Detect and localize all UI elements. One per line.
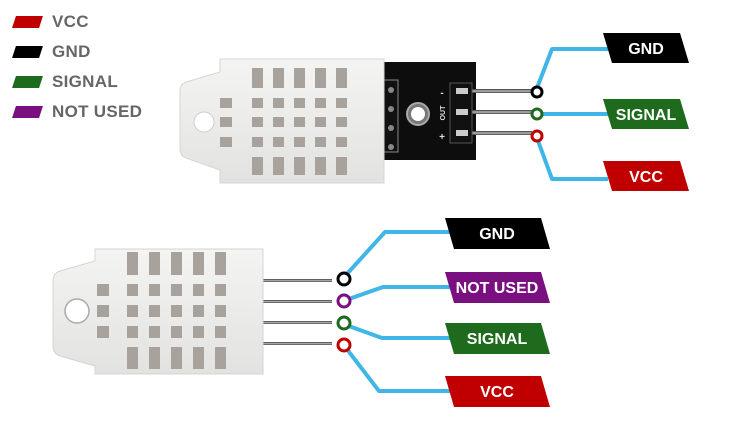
svg-text:SIGNAL: SIGNAL	[616, 107, 677, 124]
header-pins	[470, 89, 532, 135]
pin-ring-gnd	[530, 85, 544, 99]
pin-ring-vcc	[336, 337, 352, 353]
legend-label-not-used: NOT USED	[52, 102, 143, 121]
dht-sensor-4pin	[52, 248, 332, 375]
pin-ring-signal	[530, 107, 544, 121]
dht-module-3pin: - OUT +	[179, 58, 532, 184]
sensor-mount-hole	[193, 111, 215, 133]
pin-ring-gnd	[336, 271, 352, 287]
legend-label-gnd: GND	[52, 42, 91, 61]
legend-label-signal: SIGNAL	[52, 72, 119, 91]
sensor-pins	[262, 279, 332, 345]
legend-item-vcc: VCC	[10, 7, 142, 37]
svg-text:GND: GND	[628, 41, 664, 58]
pin-ring-vcc	[530, 129, 544, 143]
legend-item-not-used: NOT USED	[10, 97, 142, 127]
board-mark-minus: -	[440, 88, 443, 99]
sensor-grille	[97, 252, 226, 369]
tag-bottom-gnd: GND	[445, 218, 550, 249]
pin-rings-bottom	[336, 271, 352, 353]
board-mark-plus: +	[439, 132, 445, 143]
svg-text:SIGNAL: SIGNAL	[467, 331, 528, 348]
legend: VCC GND SIGNAL NOT USED	[10, 7, 142, 127]
tag-top-gnd: GND	[603, 33, 689, 63]
sensor-mount-hole	[64, 298, 90, 324]
pin-ring-signal	[336, 315, 352, 331]
legend-label-vcc: VCC	[52, 12, 89, 31]
pin-rings-top	[530, 85, 544, 143]
svg-text:VCC: VCC	[629, 169, 663, 186]
tag-bottom-vcc: VCC	[445, 376, 550, 407]
sensor-grille	[220, 68, 347, 175]
pin-ring-not-used	[336, 293, 352, 309]
svg-text:NOT USED: NOT USED	[456, 280, 539, 297]
legend-item-gnd: GND	[10, 37, 142, 67]
tag-bottom-not-used: NOT USED	[445, 272, 550, 303]
tag-top-signal: SIGNAL	[603, 99, 689, 129]
legend-item-signal: SIGNAL	[10, 67, 142, 97]
tag-bottom-signal: SIGNAL	[445, 323, 550, 354]
board-mark-out: OUT	[440, 105, 447, 121]
wires-top	[535, 47, 608, 181]
tag-top-vcc: VCC	[603, 161, 689, 191]
svg-text:GND: GND	[479, 226, 515, 243]
svg-text:VCC: VCC	[480, 384, 514, 401]
wires-bottom	[344, 230, 450, 393]
